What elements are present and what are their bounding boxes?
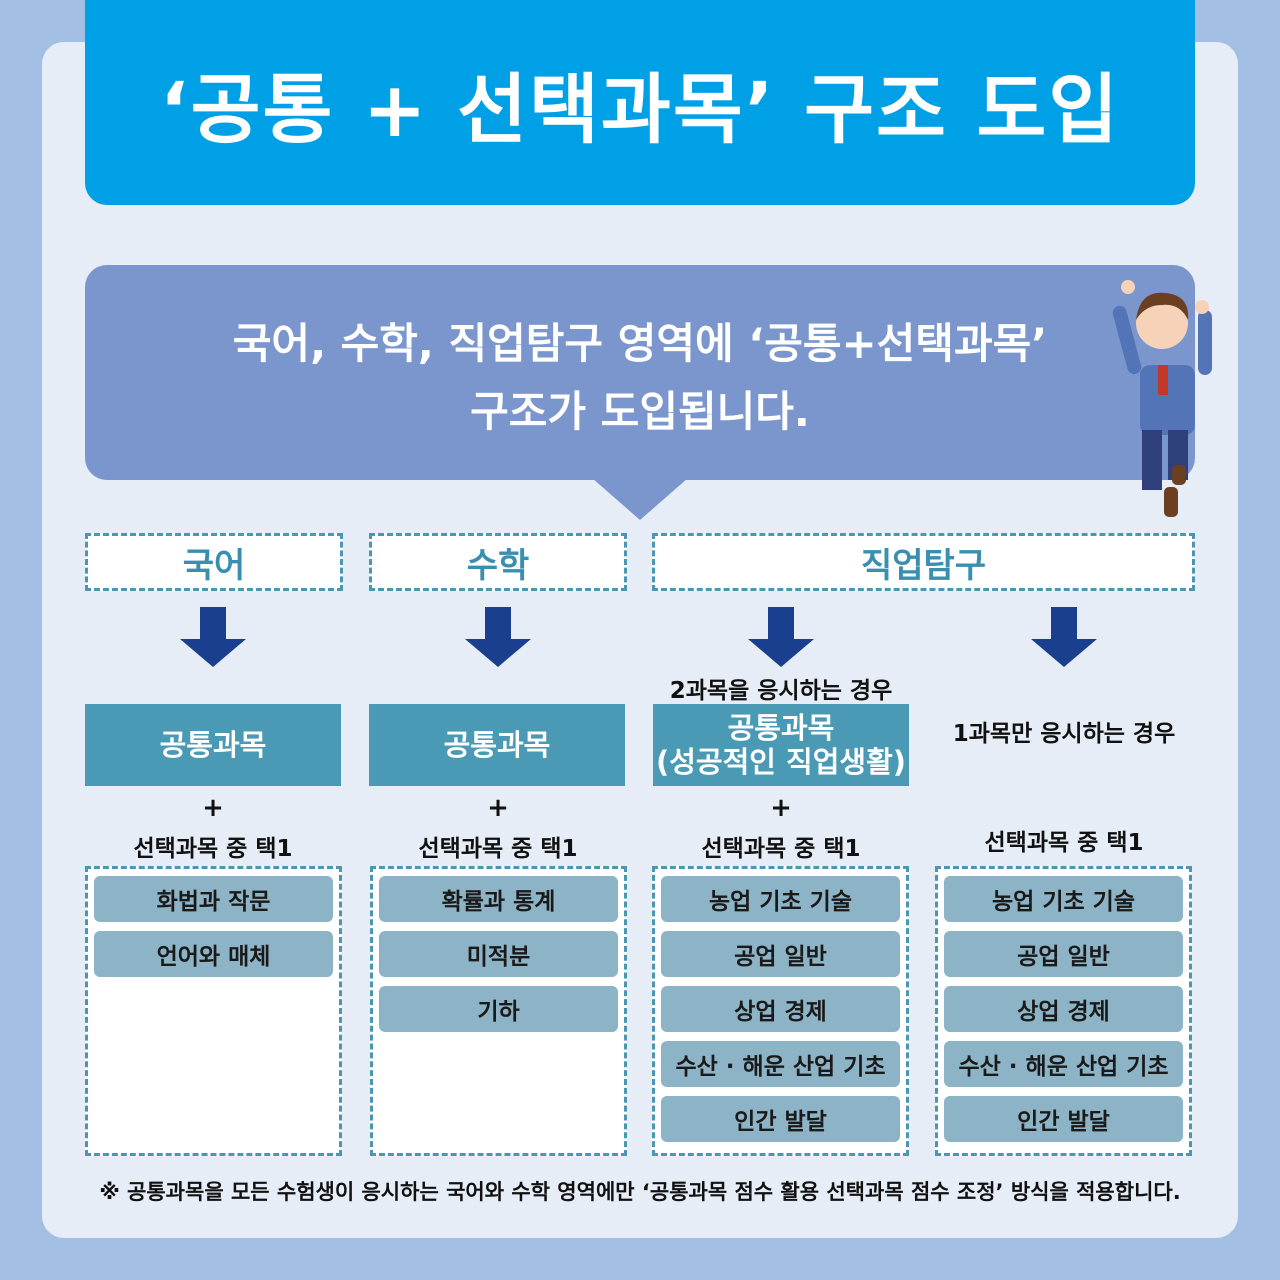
two-subject-label: 2과목을 응시하는 경우 [669, 678, 893, 704]
bubble-pointer [592, 478, 688, 520]
elective-item: 농업 기초 기술 [944, 876, 1183, 922]
arrow-down-icon [465, 607, 531, 667]
common-sublabel: (성공적인 직업생활) [655, 745, 907, 779]
elective-item: 미적분 [379, 931, 618, 977]
elective-list-vocational-one: 농업 기초 기술 공업 일반 상업 경제 수산 · 해운 산업 기초 인간 발달 [935, 866, 1192, 1156]
elective-list-math: 확률과 통계 미적분 기하 [370, 866, 627, 1156]
character-illustration [1112, 280, 1212, 517]
common-subject-korean: 공통과목 [85, 704, 341, 786]
header-label: 국어 [182, 545, 246, 586]
elective-item: 확률과 통계 [379, 876, 618, 922]
arrow-down-icon [748, 607, 814, 667]
arrow-down-icon [180, 607, 246, 667]
header-label: 직업탐구 [860, 545, 987, 586]
elective-item: 공업 일반 [661, 931, 900, 977]
elective-list-korean: 화법과 작문 언어와 매체 [85, 866, 342, 1156]
elective-list-vocational-two: 농업 기초 기술 공업 일반 상업 경제 수산 · 해운 산업 기초 인간 발달 [652, 866, 909, 1156]
choose-label: 선택과목 중 택1 [133, 836, 293, 862]
elective-item: 언어와 매체 [94, 931, 333, 977]
bubble-line-1: 국어, 수학, 직업탐구 영역에 ‘공통+선택과목’ [232, 319, 1048, 368]
elective-item: 수산 · 해운 산업 기초 [661, 1041, 900, 1087]
choose-label: 선택과목 중 택1 [418, 836, 578, 862]
choose-label: 선택과목 중 택1 [701, 836, 861, 862]
one-subject-label: 1과목만 응시하는 경우 [952, 721, 1176, 747]
elective-item: 수산 · 해운 산업 기초 [944, 1041, 1183, 1087]
elective-item: 인간 발달 [661, 1096, 900, 1142]
common-subject-vocational: 공통과목(성공적인 직업생활) [653, 704, 909, 786]
elective-item: 공업 일반 [944, 931, 1183, 977]
plus-sign: + [770, 793, 792, 823]
elective-item: 기하 [379, 986, 618, 1032]
header-vocational: 직업탐구 [652, 533, 1195, 591]
common-label: 공통과목 [159, 728, 267, 762]
header-korean: 국어 [85, 533, 343, 591]
plus-sign: + [487, 793, 509, 823]
header-math: 수학 [369, 533, 627, 591]
elective-item: 화법과 작문 [94, 876, 333, 922]
common-label: 공통과목 [727, 711, 835, 745]
page-title: ‘공통 + 선택과목’ 구조 도입 [159, 64, 1121, 154]
speech-bubble: 국어, 수학, 직업탐구 영역에 ‘공통+선택과목’ 구조가 도입됩니다. [85, 265, 1195, 480]
elective-item: 상업 경제 [944, 986, 1183, 1032]
plus-sign: + [202, 793, 224, 823]
footnote: ※ 공통과목을 모든 수험생이 응시하는 국어와 수학 영역에만 ‘공통과목 점… [99, 1180, 1181, 1204]
elective-item: 인간 발달 [944, 1096, 1183, 1142]
elective-item: 농업 기초 기술 [661, 876, 900, 922]
common-label: 공통과목 [443, 728, 551, 762]
common-subject-math: 공통과목 [369, 704, 625, 786]
elective-item: 상업 경제 [661, 986, 900, 1032]
header-label: 수학 [466, 545, 530, 586]
choose-label: 선택과목 중 택1 [984, 830, 1144, 856]
title-banner: ‘공통 + 선택과목’ 구조 도입 [85, 0, 1195, 205]
arrow-down-icon [1031, 607, 1097, 667]
bubble-line-2: 구조가 도입됩니다. [470, 387, 810, 436]
